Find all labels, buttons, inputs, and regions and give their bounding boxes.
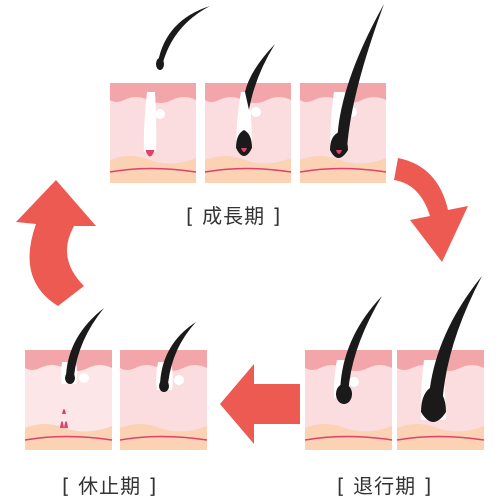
rest-phase-panel-1 bbox=[24, 308, 113, 450]
growth-phase-panel-1 bbox=[109, 6, 210, 183]
rest-phase-panel-2 bbox=[119, 322, 208, 450]
regression-phase-panel-1 bbox=[304, 296, 393, 450]
regression-phase-label: [ 退行期 ] bbox=[337, 474, 433, 498]
rest-phase-label: [ 休止期 ] bbox=[62, 474, 158, 498]
arrow-regression-to-rest bbox=[220, 364, 300, 444]
regression-phase-panel-2 bbox=[396, 276, 485, 450]
growth-phase-panel-3 bbox=[299, 4, 387, 183]
arrow-rest-to-growth bbox=[16, 180, 96, 306]
arrow-growth-to-regression bbox=[394, 158, 468, 262]
growth-phase-label: [ 成長期 ] bbox=[186, 204, 282, 228]
growth-phase-panel-2 bbox=[204, 44, 292, 183]
